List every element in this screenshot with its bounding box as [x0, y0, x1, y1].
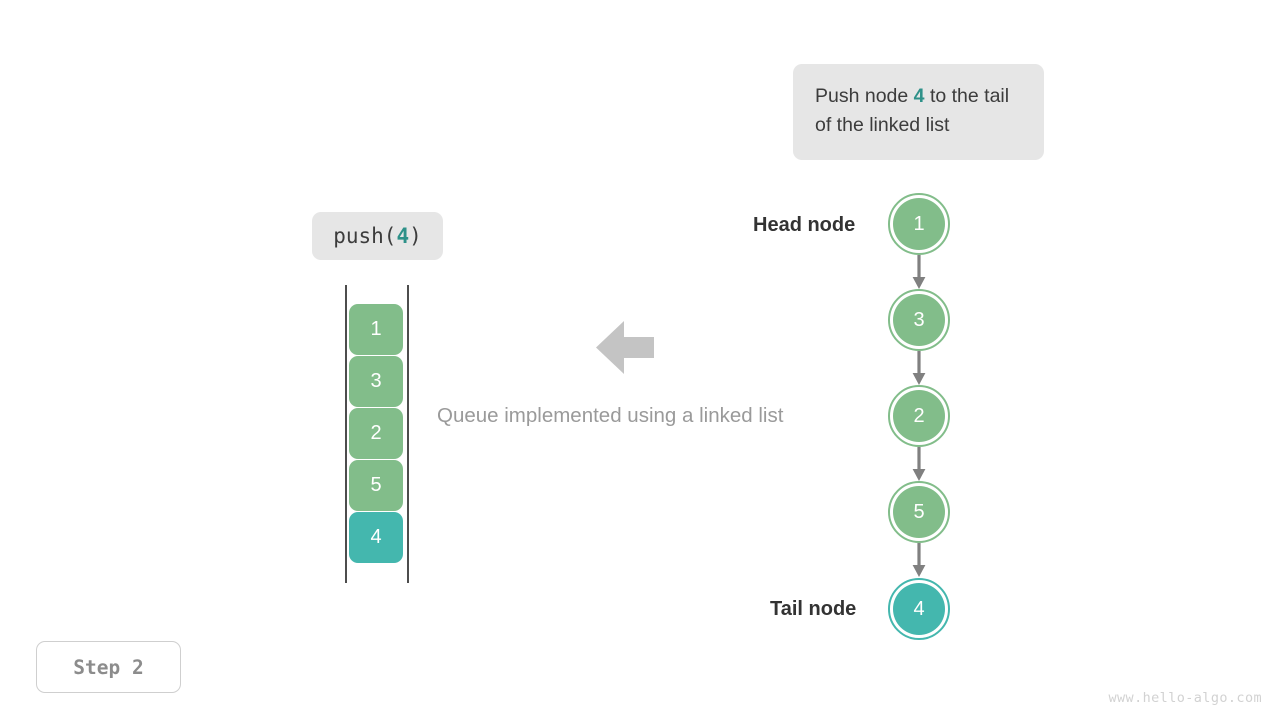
tail-node-label: Tail node — [770, 598, 857, 620]
linked-list-visualization: 1 3 2 5 4 — [888, 193, 952, 641]
queue-cell: 3 — [349, 356, 403, 407]
queue-rail-right — [407, 285, 409, 583]
linked-list-connector — [912, 351, 926, 386]
queue-cell-value: 5 — [370, 474, 382, 496]
callout-highlight-value: 4 — [913, 85, 925, 107]
linked-list-connector — [912, 255, 926, 290]
linked-list-node-inner: 4 — [893, 583, 945, 635]
linked-list-connector — [912, 543, 926, 578]
linked-list-node-inner: 3 — [893, 294, 945, 346]
callout-text-before: Push node — [815, 85, 914, 107]
watermark: www.hello-algo.com — [1108, 690, 1262, 706]
diagram-caption: Queue implemented using a linked list — [437, 404, 784, 427]
linked-list-node: 3 — [888, 289, 950, 351]
queue-cell-value: 2 — [370, 422, 382, 444]
callout-tooltip: Push node 4 to the tail of the linked li… — [793, 64, 1044, 160]
queue-cell-value: 3 — [370, 370, 382, 392]
operation-close-paren: ) — [409, 224, 422, 248]
linked-list-node-highlighted: 4 — [888, 578, 950, 640]
linked-list-node-inner: 1 — [893, 198, 945, 250]
queue-rail-left — [345, 285, 347, 583]
linked-list-node-value: 5 — [913, 500, 925, 523]
queue-cell-value: 1 — [370, 318, 382, 340]
linked-list-node-value: 2 — [913, 404, 925, 427]
queue-cell: 5 — [349, 460, 403, 511]
operation-label: push(4) — [312, 212, 443, 260]
left-arrow-icon — [596, 321, 654, 374]
queue-cell-list: 1 3 2 5 4 — [349, 304, 403, 563]
head-node-label: Head node — [753, 214, 856, 236]
queue-cell: 1 — [349, 304, 403, 355]
linked-list-connector — [912, 447, 926, 482]
callout-text-after: to the tail of the linked list — [815, 85, 1010, 136]
linked-list-node-value: 4 — [913, 597, 925, 620]
linked-list-node: 2 — [888, 385, 950, 447]
queue-cell: 2 — [349, 408, 403, 459]
linked-list-node: 1 — [888, 193, 950, 255]
operation-argument: 4 — [396, 224, 410, 248]
queue-visualization: 1 3 2 5 4 — [345, 285, 409, 583]
operation-open-paren: ( — [383, 224, 397, 248]
queue-cell-highlighted: 4 — [349, 512, 403, 563]
linked-list-node-value: 1 — [913, 212, 925, 235]
linked-list-node-value: 3 — [913, 308, 925, 331]
step-badge: Step 2 — [36, 641, 181, 693]
queue-cell-value: 4 — [370, 526, 382, 548]
linked-list-node: 5 — [888, 481, 950, 543]
linked-list-node-inner: 2 — [893, 390, 945, 442]
operation-name: push — [333, 224, 384, 248]
linked-list-node-inner: 5 — [893, 486, 945, 538]
